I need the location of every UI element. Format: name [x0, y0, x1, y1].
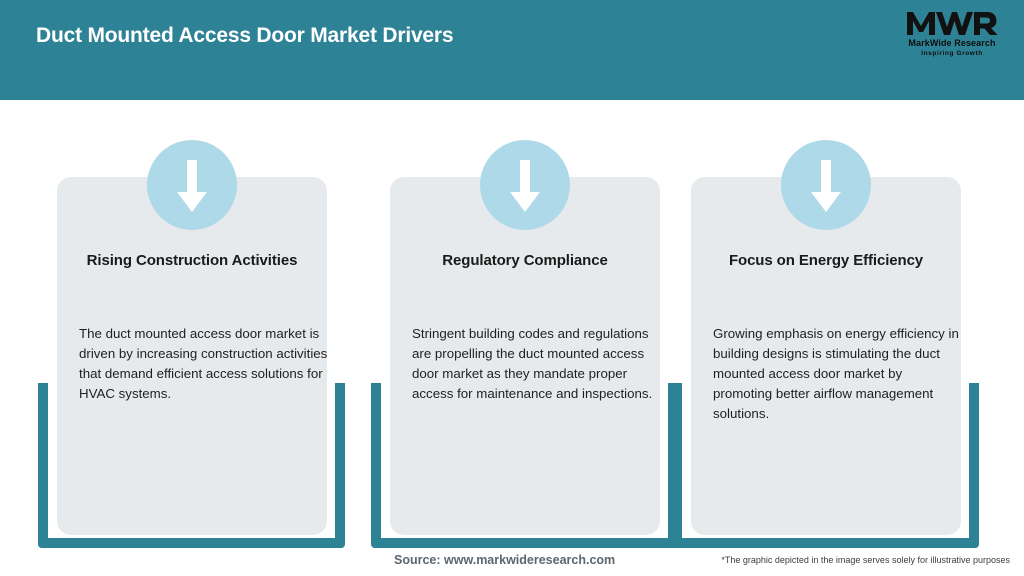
card-body-text: Stringent building codes and regulations…: [412, 326, 653, 401]
card-title: Rising Construction Activities: [86, 252, 298, 269]
card-panel: [691, 177, 961, 535]
source-label: Source: www.markwideresearch.com: [394, 553, 616, 567]
card-title: Focus on Energy Efficiency: [728, 252, 924, 269]
page-footer: Source: www.markwideresearch.com *The gr…: [0, 550, 1024, 576]
driver-card: Regulatory Compliance Stringent building…: [371, 100, 678, 550]
arrow-down-icon: [146, 140, 237, 230]
arrow-down-icon: [780, 140, 871, 230]
card-body-text: The duct mounted access door market is d…: [79, 326, 328, 401]
card-panel: [57, 177, 327, 535]
logo-company-name: MarkWide Research: [908, 38, 996, 48]
mwr-logo-icon: [907, 12, 998, 35]
page-header: Duct Mounted Access Door Market Drivers …: [0, 0, 1024, 100]
logo-tagline: Inspiring Growth: [921, 50, 983, 57]
arrow-down-glyph: [176, 160, 207, 212]
card-title: Regulatory Compliance: [442, 252, 608, 269]
card-frame-accent: [38, 383, 345, 548]
drivers-card-row: Rising Construction Activities The duct …: [0, 100, 1024, 550]
driver-card: Focus on Energy Efficiency Growing empha…: [672, 100, 979, 550]
arrow-down-glyph: [810, 160, 841, 212]
arrow-down-icon: [479, 140, 570, 230]
arrow-down-glyph: [509, 160, 540, 212]
disclaimer-label: *The graphic depicted in the image serve…: [721, 555, 1010, 565]
card-body-text: Growing emphasis on energy efficiency in…: [713, 326, 959, 421]
card-panel: [390, 177, 660, 535]
page-title: Duct Mounted Access Door Market Drivers: [36, 24, 454, 47]
markwide-research-logo: MarkWide Research Inspiring Growth: [898, 8, 1006, 64]
card-frame-accent: [672, 383, 979, 548]
driver-card: Rising Construction Activities The duct …: [38, 100, 345, 550]
